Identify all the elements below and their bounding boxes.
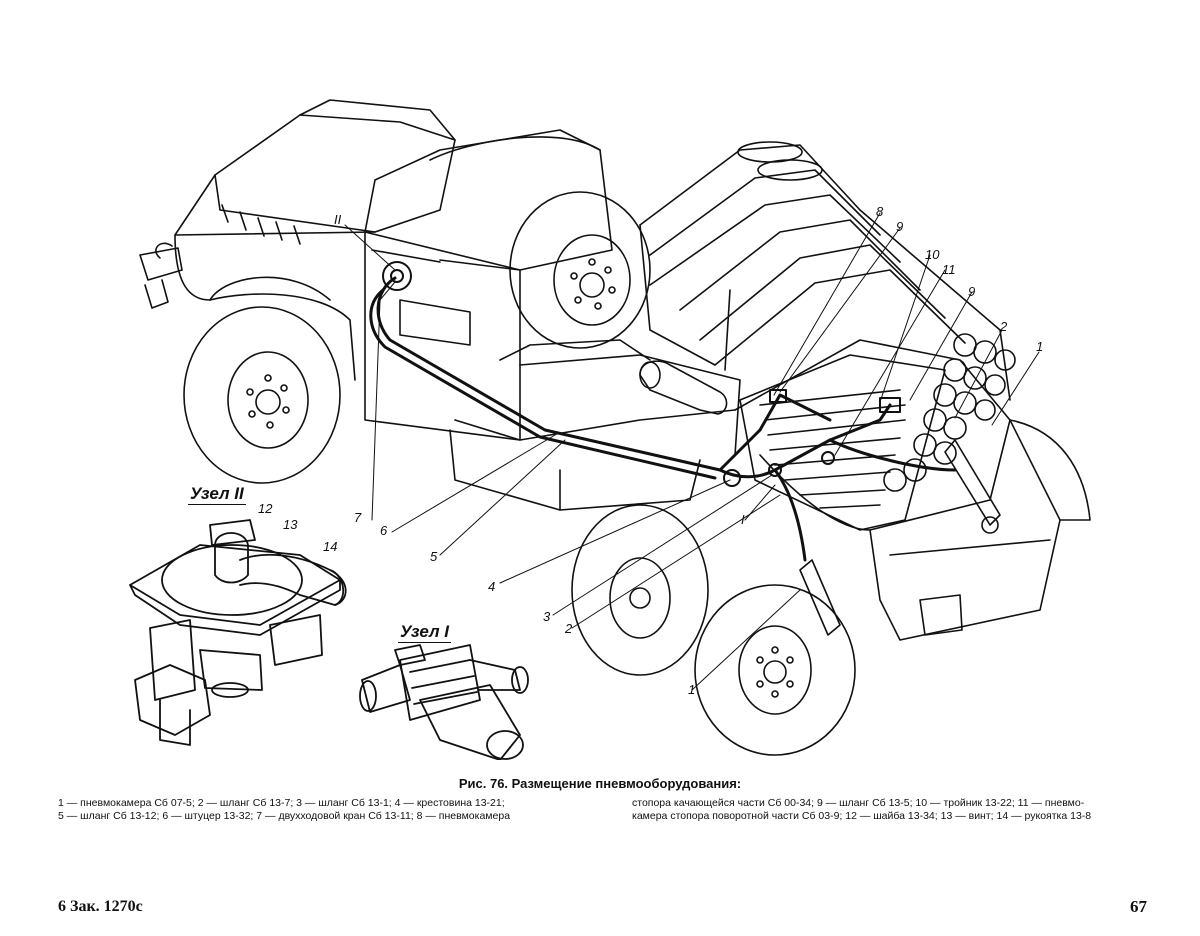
callout-9: 9: [968, 284, 976, 299]
callout-10: 10: [925, 247, 940, 262]
callout-1: 1: [688, 682, 696, 697]
callout-11: 11: [942, 262, 956, 277]
callout-5: 5: [430, 549, 438, 564]
callout-12: 12: [258, 501, 273, 516]
launcher-tubes: [639, 141, 1016, 492]
callout-13: 13: [283, 517, 298, 532]
callout-4: 4: [488, 579, 496, 594]
caption-line: стопора качающейся части Сб 00-34; 9 — ш…: [632, 797, 1085, 809]
callout-I: I: [741, 512, 745, 527]
callout-3: 3: [543, 609, 551, 624]
callout-8: 8: [876, 204, 884, 219]
callout-II: II: [334, 212, 342, 227]
node-2-detail: [129, 519, 347, 746]
node-1-detail: [359, 644, 529, 760]
caption-legend-left: 1 — пневмокамера Сб 07-5; 2 — шланг Сб 1…: [58, 797, 590, 823]
page-number: 67: [1130, 897, 1147, 916]
figure-76-illustration: [129, 99, 1091, 760]
callout-2: 2: [1000, 319, 1008, 334]
truck-drawing: [139, 99, 1091, 756]
pneumatic-hoses: [369, 261, 957, 562]
callout-2: 2: [565, 621, 573, 636]
caption-line: 5 — шланг Сб 13-12; 6 — штуцер 13-32; 7 …: [58, 810, 511, 822]
figure-caption-title: Рис. 76. Размещение пневмооборудования:: [458, 776, 742, 791]
print-order-note: 6 Зак. 1270с: [58, 898, 143, 915]
callout-9: 9: [896, 219, 904, 234]
caption-line: 1 — пневмокамера Сб 07-5; 2 — шланг Сб 1…: [58, 797, 505, 809]
callout-7: 7: [354, 510, 362, 525]
callout-1: 1: [1036, 339, 1044, 354]
caption-legend-right: стопора качающейся части Сб 00-34; 9 — ш…: [632, 797, 1162, 823]
caption-line: камера стопора поворотной части Сб 03-9;…: [632, 810, 1092, 822]
node-2-title: Узел II: [188, 484, 246, 505]
callout-14: 14: [323, 539, 338, 554]
callout-6: 6: [380, 523, 388, 538]
callout-leaders: [344, 212, 1040, 691]
node-1-title: Узел I: [398, 622, 451, 643]
